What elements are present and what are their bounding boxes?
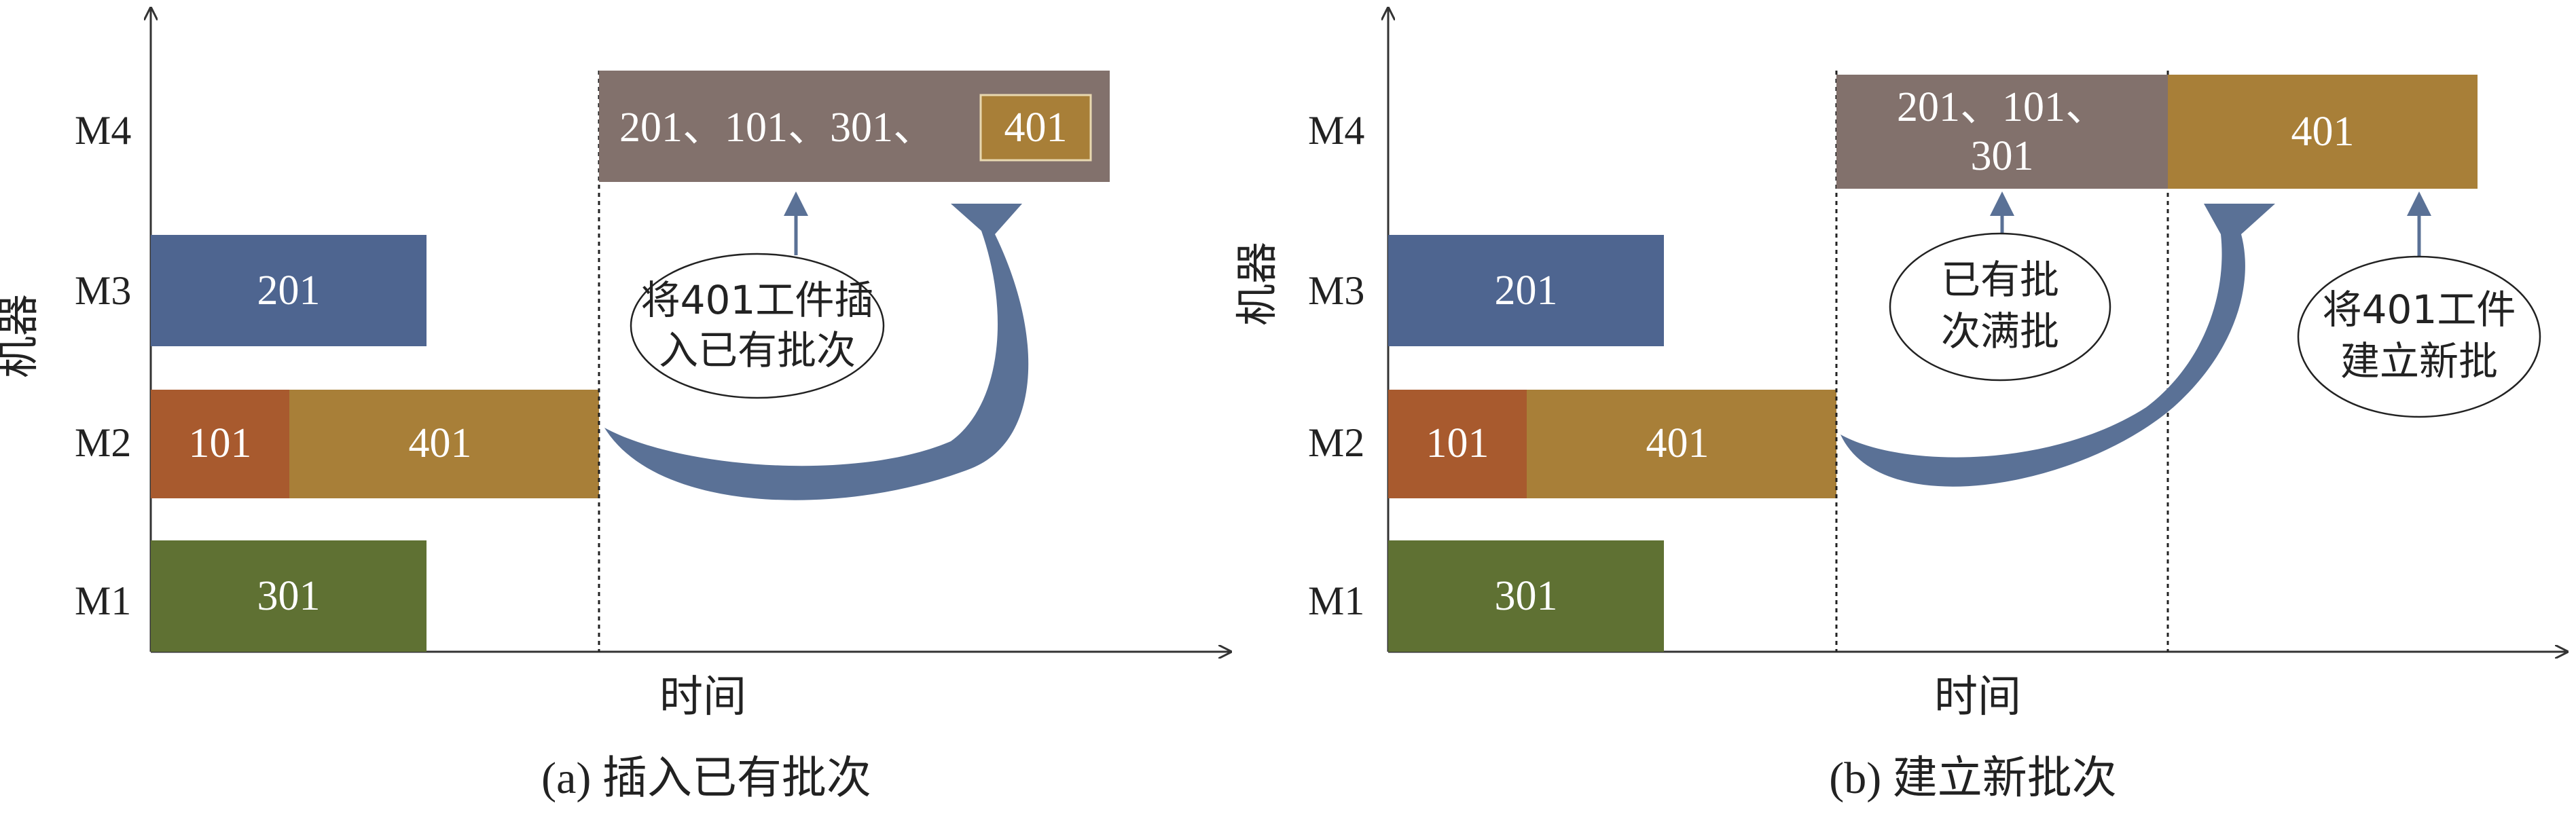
panel-b-m2-job-101-label: 101 (1426, 420, 1489, 466)
panel-b-m4-existing-batch-line2: 301 (1971, 133, 2034, 179)
panel-b-machine-label-m2: M2 (1308, 420, 1364, 465)
panel-a-m3-job-201-label: 201 (257, 267, 321, 314)
panel-a-machine-label-m1: M1 (75, 578, 131, 623)
panel-b-curved-arrow (1840, 204, 2275, 487)
panel-b-m3-job-201-label: 201 (1495, 267, 1558, 314)
panel-a-m1-job-301 (151, 540, 427, 652)
panel-b-machine-label-m4: M4 (1308, 108, 1364, 153)
panel-a-machine-label-m4: M4 (75, 108, 131, 153)
panel-a-machine-label-m2: M2 (75, 420, 131, 465)
panel-a-m4-inserted-job-label: 401 (1004, 105, 1068, 151)
panel-b-m2-job-401 (1527, 390, 1836, 498)
panel-b-machine-label-m1: M1 (1308, 578, 1364, 623)
panel-b: 机器 M4 M3 M2 M1 201 101 401 301 201、101、 … (1232, 8, 2567, 803)
panel-a-m4-batch-jobs: 201、101、301、 (619, 105, 935, 151)
panel-a-m2-job-401-label: 401 (409, 420, 472, 466)
panel-b-machine-label-m3: M3 (1308, 268, 1364, 313)
panel-a-m3-job-201 (151, 235, 427, 346)
panel-a-note-line1: 将401工件插 (641, 277, 874, 323)
panel-a-note-bubble (630, 253, 885, 399)
panel-a: 机器 M4 M3 M2 M1 201 101 401 301 201、101、3… (0, 8, 1231, 803)
panel-b-m1-job-301 (1388, 540, 1664, 652)
panel-a-m2-job-101-label: 101 (189, 420, 252, 466)
panel-a-m2-job-401 (289, 390, 599, 498)
panel-b-note-bubble-new-batch (2297, 255, 2541, 418)
panel-b-caption: (b) 建立新批次 (1829, 754, 2116, 803)
panel-b-m4-existing-batch (1836, 75, 2168, 189)
panel-b-note2-line1: 将401工件 (2323, 286, 2516, 333)
panel-b-note-bubble-full-batch (1889, 232, 2111, 382)
panel-a-m1-job-301-label: 301 (257, 573, 321, 619)
panel-a-note-line2: 入已有批次 (659, 327, 856, 373)
panel-a-m4-inserted-job (979, 94, 1092, 162)
panel-a-machine-label-m3: M3 (75, 268, 131, 313)
panel-a-caption: (a) 插入已有批次 (541, 754, 871, 803)
panel-b-x-axis-label: 时间 (1934, 672, 2021, 722)
panel-a-curved-arrow (604, 204, 1029, 500)
panel-b-note1-line2: 次满批 (1941, 308, 2059, 354)
panel-b-note2-line2: 建立新批 (2340, 338, 2498, 384)
panel-a-x-axis-label: 时间 (659, 672, 746, 722)
panel-b-m2-job-401-label: 401 (1646, 420, 1709, 466)
panel-b-m3-job-201 (1388, 235, 1664, 346)
panel-b-m1-job-301-label: 301 (1495, 573, 1558, 619)
panel-a-y-axis-label: 机器 (0, 294, 43, 378)
panel-b-m4-new-batch (2168, 75, 2478, 189)
panel-b-m2-job-101 (1388, 390, 1527, 498)
panel-b-m4-existing-batch-line1: 201、101、 (1897, 84, 2107, 130)
panel-b-m4-new-batch-label: 401 (2291, 109, 2355, 155)
panel-a-m2-job-101 (151, 390, 289, 498)
panel-b-y-axis-label: 机器 (1232, 242, 1282, 326)
panel-b-note1-line1: 已有批 (1941, 257, 2059, 303)
